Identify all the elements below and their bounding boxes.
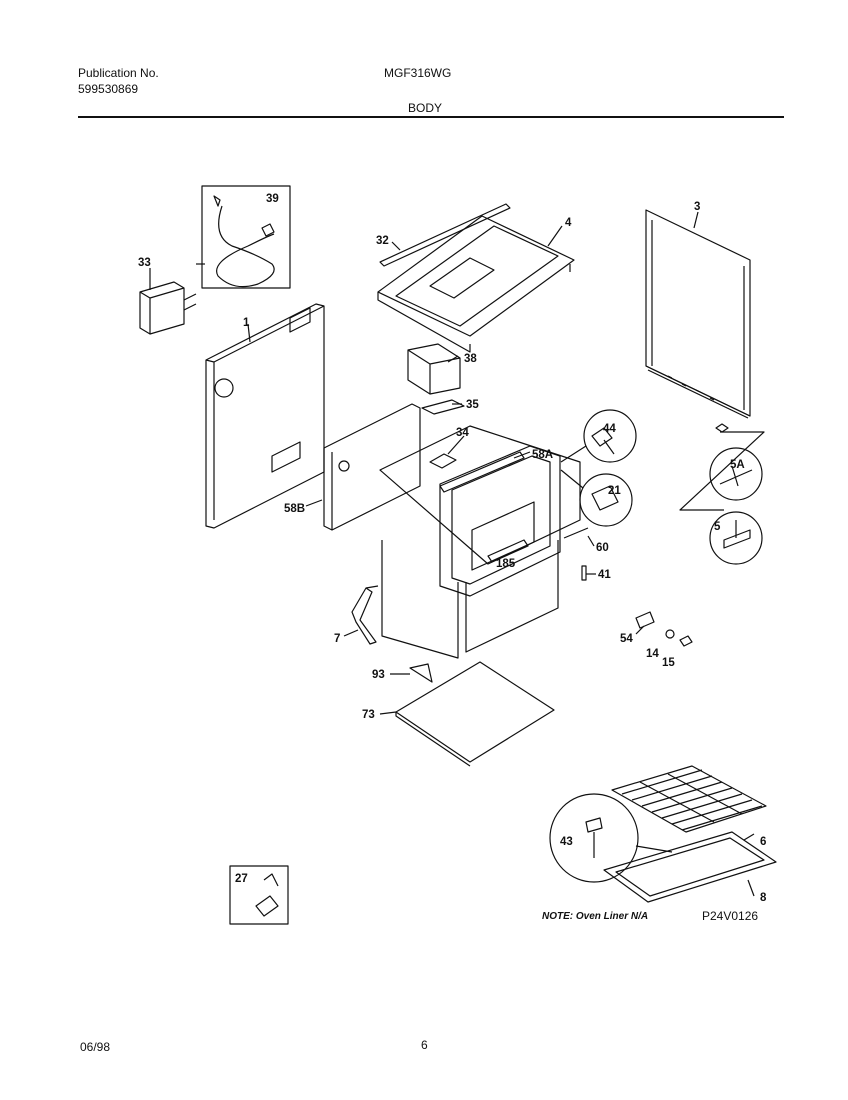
leg-inset-5a [709, 447, 763, 501]
part-label-4: 4 [565, 217, 572, 229]
handle-part-7 [351, 585, 379, 645]
fastener-inset-43 [549, 793, 639, 883]
part-label-93: 93 [372, 669, 385, 681]
gasket-part-58a [439, 451, 525, 493]
flue-gasket-part-35 [421, 399, 465, 415]
footer-date: 06/98 [80, 1040, 111, 1054]
inset-box-27 [229, 865, 289, 925]
top-panel-part-4 [377, 215, 575, 337]
back-panel-part-1 [205, 303, 325, 529]
part-label-14: 14 [646, 648, 659, 660]
part-label-6: 6 [760, 836, 766, 848]
part-label-41: 41 [598, 569, 611, 581]
part-label-15: 15 [662, 657, 675, 669]
oven-rack-part-6 [611, 765, 767, 833]
page-number: 6 [421, 1038, 428, 1052]
strip-part-32 [379, 203, 511, 267]
publication-label: Publication No. [78, 66, 159, 80]
part-label-21: 21 [608, 485, 621, 497]
part-label-32: 32 [376, 235, 389, 247]
part-label-44: 44 [603, 423, 616, 435]
leg-inset-5 [709, 511, 763, 565]
knob-inset-44 [583, 409, 637, 463]
part-label-38: 38 [464, 353, 477, 365]
part-label-73: 73 [362, 709, 375, 721]
part-label-33: 33 [138, 257, 151, 269]
model-number: MGF316WG [384, 66, 452, 80]
part-label-27: 27 [235, 873, 248, 885]
part-93 [409, 663, 433, 683]
part-label-1: 1 [243, 317, 250, 329]
part-label-5: 5 [714, 521, 721, 533]
oven-light-part-185 [487, 539, 529, 563]
part-label-58a: 58A [532, 449, 553, 461]
bottom-panel-part-73 [395, 661, 555, 763]
part-label-58b: 58B [284, 503, 305, 515]
liner-tray-part-8 [603, 831, 777, 903]
wire-harness-part [213, 195, 275, 288]
part-14 [665, 629, 675, 639]
part-54 [635, 611, 655, 629]
header-rule [78, 116, 784, 118]
side-trim-part-58b [323, 403, 421, 531]
part-label-8: 8 [760, 892, 767, 904]
part-label-35: 35 [466, 399, 479, 411]
part-label-43: 43 [560, 836, 573, 848]
flue-part-38 [407, 343, 461, 395]
part-label-185: 185 [496, 558, 516, 570]
publication-number: 599530869 [78, 82, 139, 96]
burner-part-34 [429, 453, 457, 469]
inset-box-39 [201, 185, 291, 289]
hinge-inset-21 [579, 473, 633, 527]
bracket-part-33 [139, 281, 185, 335]
part-label-39: 39 [266, 193, 279, 205]
part-label-7: 7 [334, 633, 340, 645]
part-label-34: 34 [456, 427, 469, 439]
part-label-5a: 5A [730, 459, 745, 471]
section-title: BODY [408, 101, 443, 115]
oven-body-part [379, 425, 581, 565]
diagram-code: P24V0126 [702, 909, 759, 923]
part-label-60: 60 [596, 542, 609, 554]
part-label-3: 3 [694, 201, 700, 213]
part-15 [679, 635, 693, 647]
part-label-54: 54 [620, 633, 633, 645]
oven-liner-note: NOTE: Oven Liner N/A [542, 911, 649, 922]
side-panel-part-3 [645, 209, 751, 417]
